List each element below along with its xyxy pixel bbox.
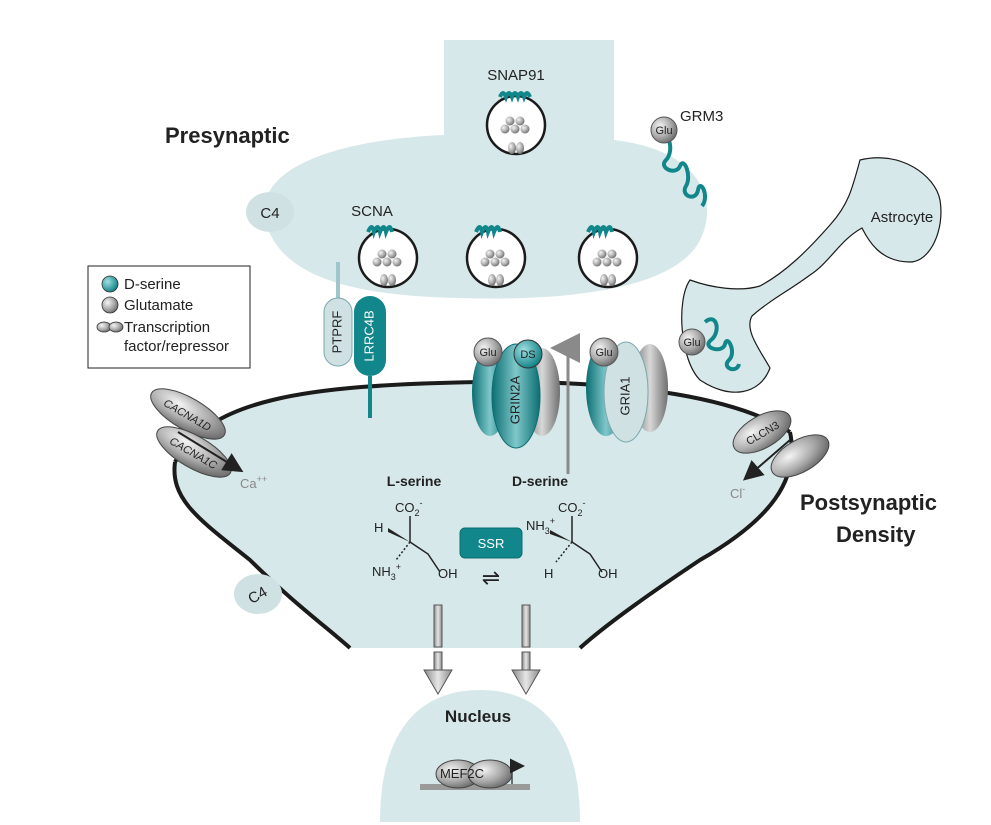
chloride-arrow <box>742 439 791 481</box>
legend-glutamate: Glutamate <box>124 297 193 314</box>
legend: D-serine Glutamate Transcription factor/… <box>87 265 251 369</box>
nucleus-label: Nucleus <box>445 707 511 726</box>
c4-blob-bottom <box>234 574 282 614</box>
glutamate-ball <box>589 337 619 367</box>
cacna1d-channel <box>150 388 226 440</box>
astrocyte: Glu Astrocyte <box>678 157 942 393</box>
presynaptic-terminal: C4 Presynaptic SNAP91 SCNA <box>165 40 723 299</box>
grm3-label: GRM3 <box>680 108 723 125</box>
dna-strand <box>420 784 530 790</box>
lrrc4b-protein <box>354 296 386 376</box>
c4-blob-top <box>246 192 294 232</box>
glu-label-astro: Glu <box>683 337 700 349</box>
ds-label: DS <box>520 349 535 361</box>
ptprf-lrrc4b: PTPRF LRRC4B <box>323 262 386 418</box>
astrocyte-label: Astrocyte <box>871 209 934 226</box>
dserine-h: H <box>544 566 553 581</box>
lrrc4b-label: LRRC4B <box>361 310 376 361</box>
grin2a-receptor: GRIN2A Glu DS <box>472 337 560 449</box>
dserine-ball <box>513 339 543 369</box>
snap91-label: SNAP91 <box>487 67 545 84</box>
scna-label: SCNA <box>351 203 393 220</box>
glu-label-grm3: Glu <box>655 125 672 137</box>
ca-ion-label: Ca++ <box>240 474 267 491</box>
postsynaptic-density: Postsynaptic Density C4 <box>172 379 937 650</box>
glutamate-legend-icon <box>101 296 119 314</box>
grm3-receptor: Glu <box>650 116 708 208</box>
ptprf-protein <box>323 297 353 367</box>
snap91-protein <box>498 91 532 103</box>
grin2a-label: GRIN2A <box>507 375 522 424</box>
ptprf-label: PTPRF <box>329 311 344 354</box>
vesicle-snap91 <box>485 91 547 156</box>
lserine-oh: OH <box>438 566 458 581</box>
glu-label-grin2a: Glu <box>479 347 496 359</box>
serine-racemase-reaction: L-serine D-serine CO2- H NH3+ OH SSR ⇌ N… <box>372 473 618 590</box>
legend-tf-line1: Transcription <box>124 319 210 336</box>
vesicle-right <box>577 225 639 289</box>
lserine-h: H <box>374 520 383 535</box>
gria1-receptor: GRIA1 Glu <box>586 337 668 443</box>
c4-top-label: C4 <box>260 205 279 222</box>
signal-arrows <box>423 604 541 695</box>
legend-dserine: D-serine <box>124 276 181 293</box>
glutamate-ball <box>650 116 678 144</box>
lserine-label: L-serine <box>387 473 442 489</box>
dserine-legend-icon <box>101 275 119 293</box>
mef2c-label: MEF2C <box>440 766 484 781</box>
glu-label-gria1: Glu <box>595 347 612 359</box>
dserine-nh3: NH3+ <box>526 516 555 536</box>
calcium-channels: CACNA1D CACNA1C Ca++ <box>150 388 267 491</box>
equilibrium-arrows: ⇌ <box>482 565 500 590</box>
glutamate-ball <box>678 328 706 356</box>
nucleus: Nucleus MEF2C <box>380 690 580 822</box>
postsynaptic-label-line1: Postsynaptic <box>800 490 937 515</box>
vesicle-scna <box>357 225 419 289</box>
dserine-release-arrow <box>550 333 580 474</box>
vesicle-middle <box>465 225 527 289</box>
presynaptic-label: Presynaptic <box>165 123 290 148</box>
postsynaptic-label-line2: Density <box>836 522 916 547</box>
scna-protein <box>366 225 394 239</box>
gria1-label: GRIA1 <box>617 376 632 415</box>
glutamate-ball <box>473 337 503 367</box>
ssr-enzyme <box>459 527 523 559</box>
dserine-label: D-serine <box>512 473 568 489</box>
calcium-influx-arrow <box>177 431 244 473</box>
lserine-nh3: NH3+ <box>372 562 401 582</box>
transcription-start-arrow <box>510 758 525 784</box>
dserine-co2: CO2- <box>558 498 586 518</box>
ssr-label: SSR <box>478 536 505 551</box>
lserine-co2: CO2- <box>395 498 423 518</box>
dserine-oh: OH <box>598 566 618 581</box>
legend-tf-line2: factor/repressor <box>124 338 229 355</box>
cacna1c-channel <box>156 426 232 478</box>
cl-ion-label: Cl- <box>730 484 745 501</box>
